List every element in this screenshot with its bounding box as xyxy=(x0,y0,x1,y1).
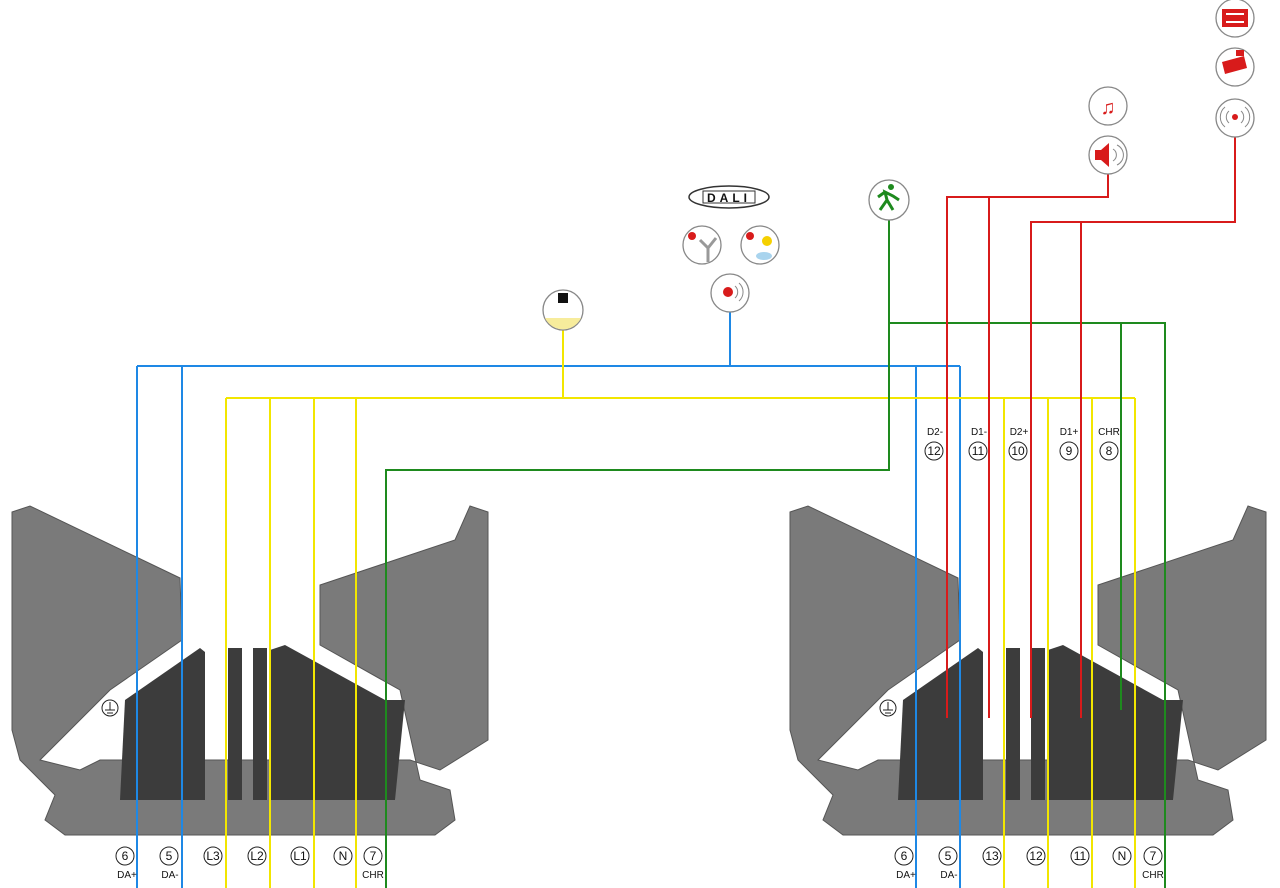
svg-text:CHR: CHR xyxy=(1142,870,1164,881)
terminal: N xyxy=(1112,846,1132,866)
svg-text:D2+: D2+ xyxy=(1010,427,1029,438)
svg-text:D1+: D1+ xyxy=(1060,427,1079,438)
svg-text:12: 12 xyxy=(1029,849,1043,863)
svg-text:D1-: D1- xyxy=(971,427,987,438)
svg-text:11: 11 xyxy=(972,444,985,458)
music-icon: ♫ xyxy=(1088,86,1128,126)
lamp-icon xyxy=(542,289,584,331)
wireless-icon xyxy=(1215,98,1255,138)
svg-text:CHR: CHR xyxy=(362,870,384,881)
power-wires xyxy=(225,330,1136,888)
terminal: D2- 12 xyxy=(924,427,944,461)
presence-sensor-icon xyxy=(682,225,722,265)
terminal: 12 xyxy=(1026,846,1046,866)
terminal: 5DA- xyxy=(159,846,179,881)
svg-text:6: 6 xyxy=(122,849,129,863)
signal-wires xyxy=(946,136,1236,718)
svg-text:L3: L3 xyxy=(206,849,220,863)
svg-text:10: 10 xyxy=(1011,444,1025,458)
terminal: D2+ 10 xyxy=(1008,427,1029,461)
terminal: 5DA- xyxy=(938,846,958,881)
svg-text:D2-: D2- xyxy=(927,427,943,438)
terminal: D1+ 9 xyxy=(1059,427,1079,461)
sign-icon xyxy=(1215,0,1255,38)
svg-text:7: 7 xyxy=(370,849,377,863)
dali-wires xyxy=(136,312,961,888)
terminal: D1- 11 xyxy=(968,427,988,461)
daylight-sensor-icon xyxy=(740,225,780,265)
svg-text:8: 8 xyxy=(1106,444,1113,458)
svg-text:♫: ♫ xyxy=(1101,97,1116,119)
signal-terminals: D2- 12 D1- 11 D2+ 10 D1+ 9 CHR 8 xyxy=(924,427,1120,461)
svg-text:CHR: CHR xyxy=(1098,427,1120,438)
smoke-detector-icon xyxy=(710,273,750,313)
svg-text:DA-: DA- xyxy=(161,870,178,881)
terminal: 13 xyxy=(982,846,1002,866)
left-rail-profile xyxy=(11,505,489,836)
emergency-wires xyxy=(385,220,1166,888)
right-rail-profile xyxy=(789,505,1267,836)
svg-text:N: N xyxy=(339,849,348,863)
terminal: L1 xyxy=(290,846,310,866)
svg-text:5: 5 xyxy=(945,849,952,863)
svg-text:L1: L1 xyxy=(293,849,307,863)
terminal: CHR 8 xyxy=(1098,427,1120,461)
svg-text:DA+: DA+ xyxy=(117,870,137,881)
terminal: 6DA+ xyxy=(894,846,916,881)
svg-text:5: 5 xyxy=(166,849,173,863)
terminal: L3 xyxy=(203,846,223,866)
svg-text:12: 12 xyxy=(927,444,941,458)
svg-text:6: 6 xyxy=(901,849,908,863)
svg-text:DA+: DA+ xyxy=(896,870,916,881)
camera-icon xyxy=(1215,47,1255,87)
svg-text:L2: L2 xyxy=(250,849,264,863)
speaker-icon xyxy=(1088,135,1128,175)
svg-text:N: N xyxy=(1118,849,1127,863)
emergency-exit-icon xyxy=(868,179,910,221)
terminal: L2 xyxy=(247,846,267,866)
terminal: 6DA+ xyxy=(115,846,137,881)
svg-text:DA-: DA- xyxy=(940,870,957,881)
terminal: N xyxy=(333,846,353,866)
dali-logo: DALI xyxy=(688,185,770,209)
svg-text:DALI: DALI xyxy=(707,191,751,205)
svg-text:11: 11 xyxy=(1074,849,1087,863)
svg-text:7: 7 xyxy=(1150,849,1157,863)
svg-text:9: 9 xyxy=(1066,444,1073,458)
svg-text:13: 13 xyxy=(985,849,999,863)
terminal: 11 xyxy=(1070,846,1090,866)
